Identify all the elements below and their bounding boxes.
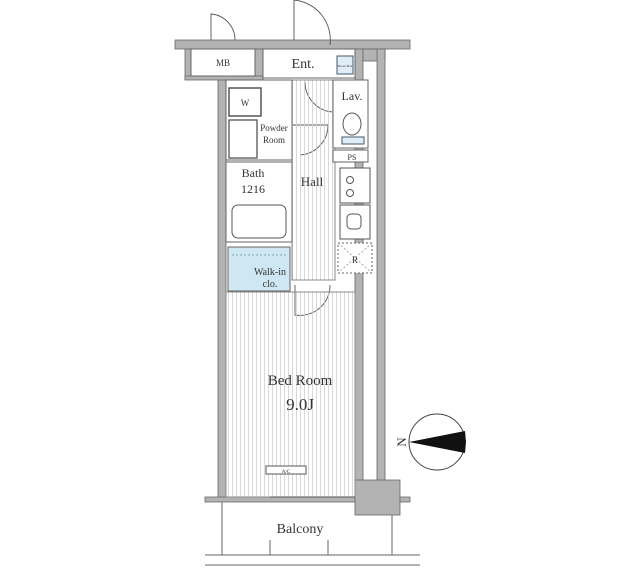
washer-space [228,87,262,117]
vanity [228,119,258,159]
burner-icon [346,176,354,184]
powder-room-label-2: Room [263,135,285,145]
lavatory-label: Lav. [342,89,363,103]
ps-label: PS [348,153,357,162]
bedroom-size: 9.0J [286,395,314,414]
hall-label: Hall [301,174,324,189]
compass: N [394,413,466,471]
ac-unit [265,465,307,475]
mb-room [190,48,256,77]
stove-icon [339,167,371,204]
walkin-label-2: clo. [263,279,278,290]
shoes-box-label: Shoes Box [337,64,352,68]
bath-label: Bath [242,166,265,180]
pipe-space [332,149,369,163]
walkin-label-1: Walk-in [254,267,286,278]
ac-label: A/C [282,470,291,475]
bedroom-label: Bed Room [268,373,333,389]
powder-room-label-1: Powder [260,123,288,133]
sink-bowl-icon [346,213,362,230]
walk-in-closet [227,246,291,292]
refrigerator-label: R [352,255,358,265]
compass-north-label: N [394,437,409,447]
toilet-icon [342,112,362,136]
mb-label: MB [216,58,230,68]
bathtub [231,204,287,239]
hall [291,79,336,281]
toilet-tank [341,136,365,145]
balcony [205,502,420,566]
shoes-box [336,55,354,75]
north-arrow-icon [409,431,466,453]
bath-size: 1216 [241,182,265,196]
burner-icon [346,189,354,197]
entrance-label: Ent. [292,57,315,72]
washer-label: W [241,98,250,108]
balcony-label: Balcony [277,522,324,537]
bedroom [225,291,356,498]
